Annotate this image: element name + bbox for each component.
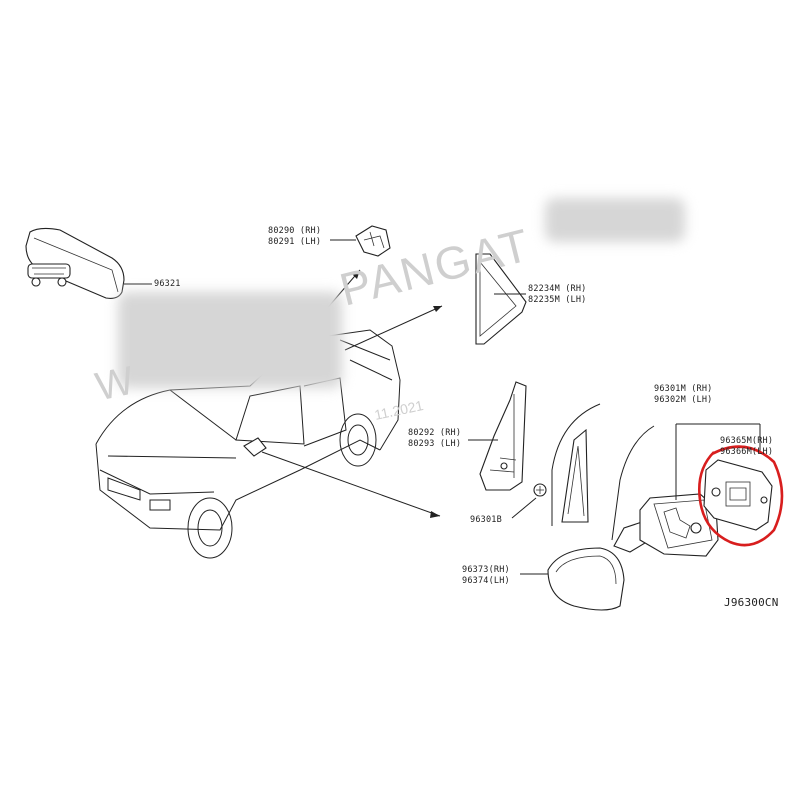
- label-80291: 80291 (LH): [268, 237, 322, 247]
- label-80293: 80293 (LH): [408, 439, 462, 449]
- bracket-drawing: [355, 225, 391, 257]
- corner-triangle-drawing: [475, 253, 527, 345]
- label-96321: 96321: [154, 279, 181, 289]
- label-80290: 80290 (RH): [268, 226, 322, 236]
- leader-96301B: [511, 497, 537, 519]
- label-96301B: 96301B: [470, 515, 502, 525]
- mirror-glass-drawing: [703, 459, 773, 531]
- label-82234M: 82234M (RH): [528, 284, 587, 294]
- interior-mirror-drawing: [25, 227, 125, 299]
- mirror-cap-drawing: [547, 547, 625, 611]
- leader-96301M: [675, 423, 761, 500]
- label-82235M: 82235M (LH): [528, 295, 587, 305]
- vehicle-drawing: [95, 329, 401, 559]
- diagram-code: J96300CN: [724, 596, 779, 609]
- door-frame-drawing: [551, 403, 655, 553]
- highlight-circle: [698, 445, 784, 547]
- cover-patch-drawing: [479, 381, 527, 491]
- label-96365M: 96365M(RH): [720, 436, 774, 446]
- label-96302M: 96302M (LH): [654, 395, 713, 405]
- label-96374: 96374(LH): [462, 576, 510, 586]
- label-96301M: 96301M (RH): [654, 384, 713, 394]
- blurred-region-top: [545, 198, 685, 242]
- label-96366M: 96366M(LH): [720, 447, 774, 457]
- blurred-region-left: [118, 292, 342, 388]
- label-96373: 96373(RH): [462, 565, 510, 575]
- outer-mirror-assembly-drawing: [639, 493, 719, 557]
- label-80292: 80292 (RH): [408, 428, 462, 438]
- screw-drawing: [533, 483, 547, 497]
